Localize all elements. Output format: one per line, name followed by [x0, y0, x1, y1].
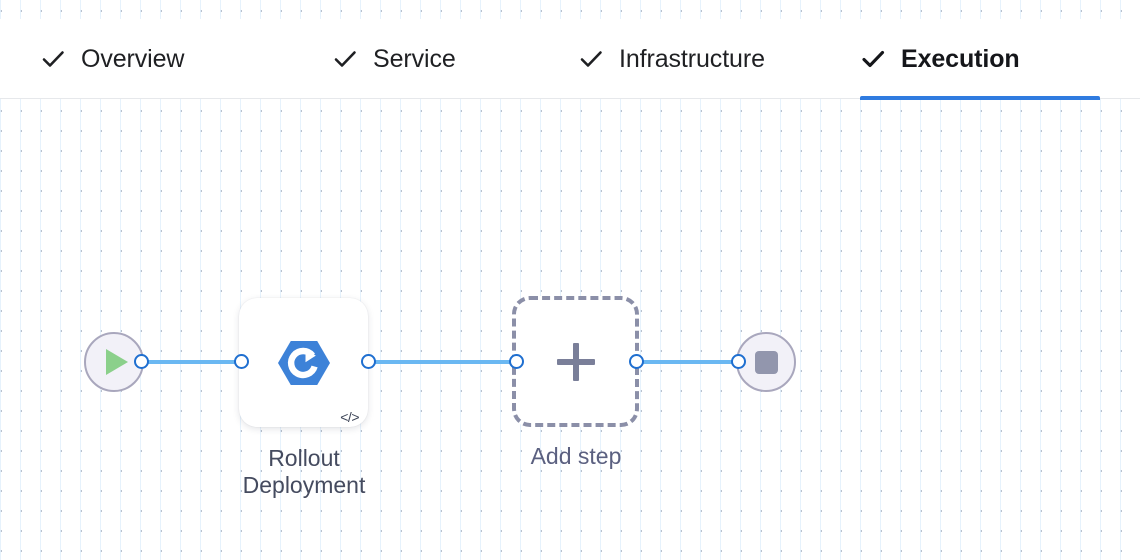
port-rollout-input[interactable]	[234, 354, 249, 369]
play-icon	[105, 349, 128, 375]
stop-icon	[754, 350, 778, 374]
port-addstep-output[interactable]	[629, 354, 644, 369]
check-icon	[332, 46, 358, 72]
port-start-output[interactable]	[134, 354, 149, 369]
tab-overview[interactable]: Overview	[40, 19, 270, 99]
execution-flow-graph: </> Rollout Deployment Add step	[0, 100, 1140, 560]
pipeline-stage-tabs: Overview Service Infrastructure	[0, 19, 1140, 100]
check-icon	[578, 46, 604, 72]
tab-service-label: Service	[373, 44, 456, 73]
check-icon	[860, 46, 886, 72]
tab-overview-label: Overview	[81, 44, 185, 73]
add-step-label: Add step	[530, 443, 622, 469]
edge-start-to-rollout[interactable]	[141, 360, 242, 364]
add-step-node[interactable]	[512, 296, 639, 427]
code-icon: </>	[340, 409, 359, 425]
port-end-input[interactable]	[731, 354, 746, 369]
step-node-label: Rollout Deployment	[242, 445, 366, 499]
edge-addstep-to-end[interactable]	[636, 360, 738, 364]
tab-infrastructure[interactable]: Infrastructure	[578, 19, 828, 99]
plus-icon	[556, 342, 595, 381]
tab-execution-label: Execution	[901, 44, 1020, 73]
step-node-rollout-deployment[interactable]: </>	[239, 298, 368, 427]
port-rollout-output[interactable]	[361, 354, 376, 369]
port-addstep-input[interactable]	[509, 354, 524, 369]
edge-rollout-to-addstep[interactable]	[368, 360, 517, 364]
tab-infrastructure-label: Infrastructure	[619, 44, 765, 73]
tab-service[interactable]: Service	[332, 19, 512, 99]
active-tab-indicator	[860, 96, 1100, 100]
check-icon	[40, 46, 66, 72]
tab-execution[interactable]: Execution	[860, 19, 1100, 100]
rollout-deployment-icon	[276, 335, 332, 391]
